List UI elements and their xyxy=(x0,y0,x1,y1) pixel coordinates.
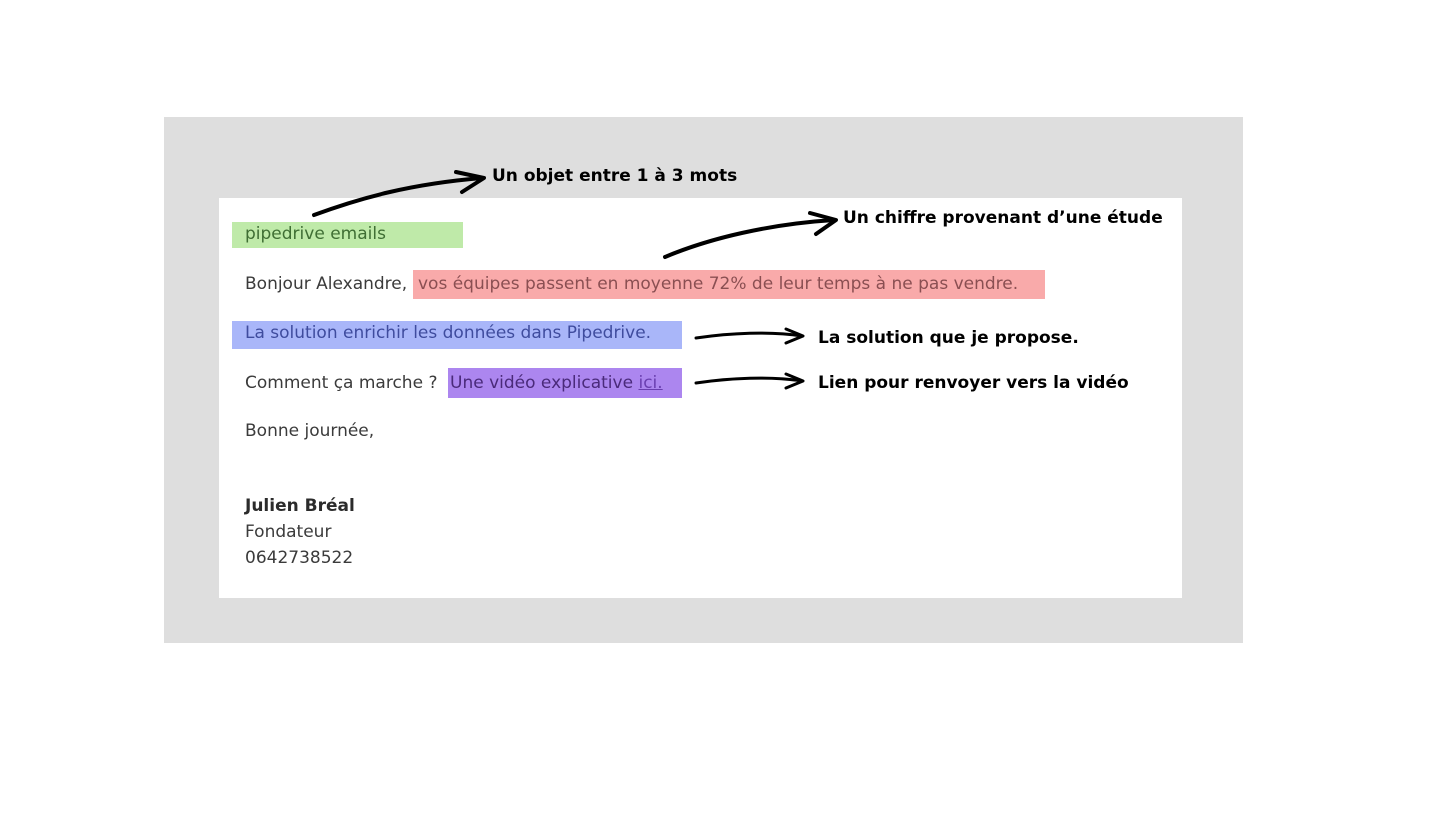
signature-phone: 0642738522 xyxy=(245,548,354,568)
email-subject: pipedrive emails xyxy=(245,224,386,244)
signature-name: Julien Bréal xyxy=(245,496,355,516)
annotation-statistic: Un chiffre provenant d’une étude xyxy=(843,208,1163,228)
email-card xyxy=(219,198,1182,598)
annotation-subject: Un objet entre 1 à 3 mots xyxy=(492,166,738,186)
video-link[interactable]: ici. xyxy=(638,373,663,393)
email-how-prefix: Comment ça marche ? xyxy=(245,373,438,393)
video-text: Une vidéo explicative xyxy=(450,373,634,393)
email-greeting: Bonjour Alexandre, xyxy=(245,274,408,294)
statistic-highlight xyxy=(413,270,1045,299)
video-highlight xyxy=(448,368,682,398)
subject-highlight xyxy=(232,222,463,248)
email-closing: Bonne journée, xyxy=(245,421,375,441)
annotation-solution: La solution que je propose. xyxy=(818,328,1079,348)
email-video-line: Une vidéo explicative ici. xyxy=(450,370,663,396)
solution-highlight xyxy=(232,321,682,349)
annotation-video: Lien pour renvoyer vers la vidéo xyxy=(818,373,1129,393)
signature-role: Fondateur xyxy=(245,522,332,542)
email-statistic: vos équipes passent en moyenne 72% de le… xyxy=(418,274,1019,294)
email-solution: La solution enrichir les données dans Pi… xyxy=(245,323,652,343)
